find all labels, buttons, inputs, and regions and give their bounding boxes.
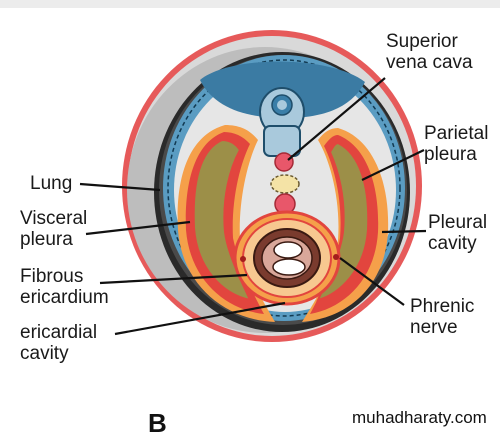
leader-visceral-pleura [85, 220, 191, 236]
label-phrenic-nerve: nerve [410, 317, 458, 338]
panel-letter: B [148, 408, 167, 438]
label-lung: Lung [30, 173, 73, 194]
label-pleural: Pleural [428, 212, 488, 233]
leader-parietal-pleura [361, 149, 425, 181]
pleural-dashed-line [167, 59, 401, 317]
label-visceral-pleura: pleura [20, 229, 73, 250]
top-band [0, 0, 500, 8]
leader-fibrous-pericardium [99, 273, 248, 285]
leader-pleural-cavity [381, 229, 427, 234]
label-pericardial: ericardial [20, 322, 98, 343]
heart-chamber-lower [272, 258, 306, 276]
superior-vena-cava [274, 152, 294, 172]
label-pleural-cavity: cavity [428, 233, 477, 254]
label-pericardial-cavity: cavity [20, 343, 69, 364]
trachea [270, 174, 300, 194]
label-fibrous: Fibrous [20, 266, 84, 287]
vertebra-arch [263, 125, 301, 157]
label-superior: Superior [386, 31, 458, 52]
leader-superior-vena-cava [287, 77, 386, 161]
label-parietal-pleura: pleura [424, 144, 477, 165]
leader-phrenic-nerve [339, 257, 405, 306]
phrenic-nerve-right-dot [333, 254, 339, 260]
label-phrenic: Phrenic [410, 296, 475, 317]
label-visceral: Visceral [20, 208, 88, 229]
spinal-cord-center [277, 100, 287, 110]
leader-lung [79, 182, 161, 192]
label-fibrous-pericardium: ericardium [20, 287, 109, 308]
phrenic-nerve-left-dot [240, 256, 246, 262]
heart-chamber-upper [273, 241, 303, 259]
watermark: muhadharaty.com [352, 408, 487, 427]
label-vena-cava: vena cava [386, 52, 473, 73]
label-parietal: Parietal [424, 123, 489, 144]
leader-pericardial-cavity [114, 301, 286, 336]
